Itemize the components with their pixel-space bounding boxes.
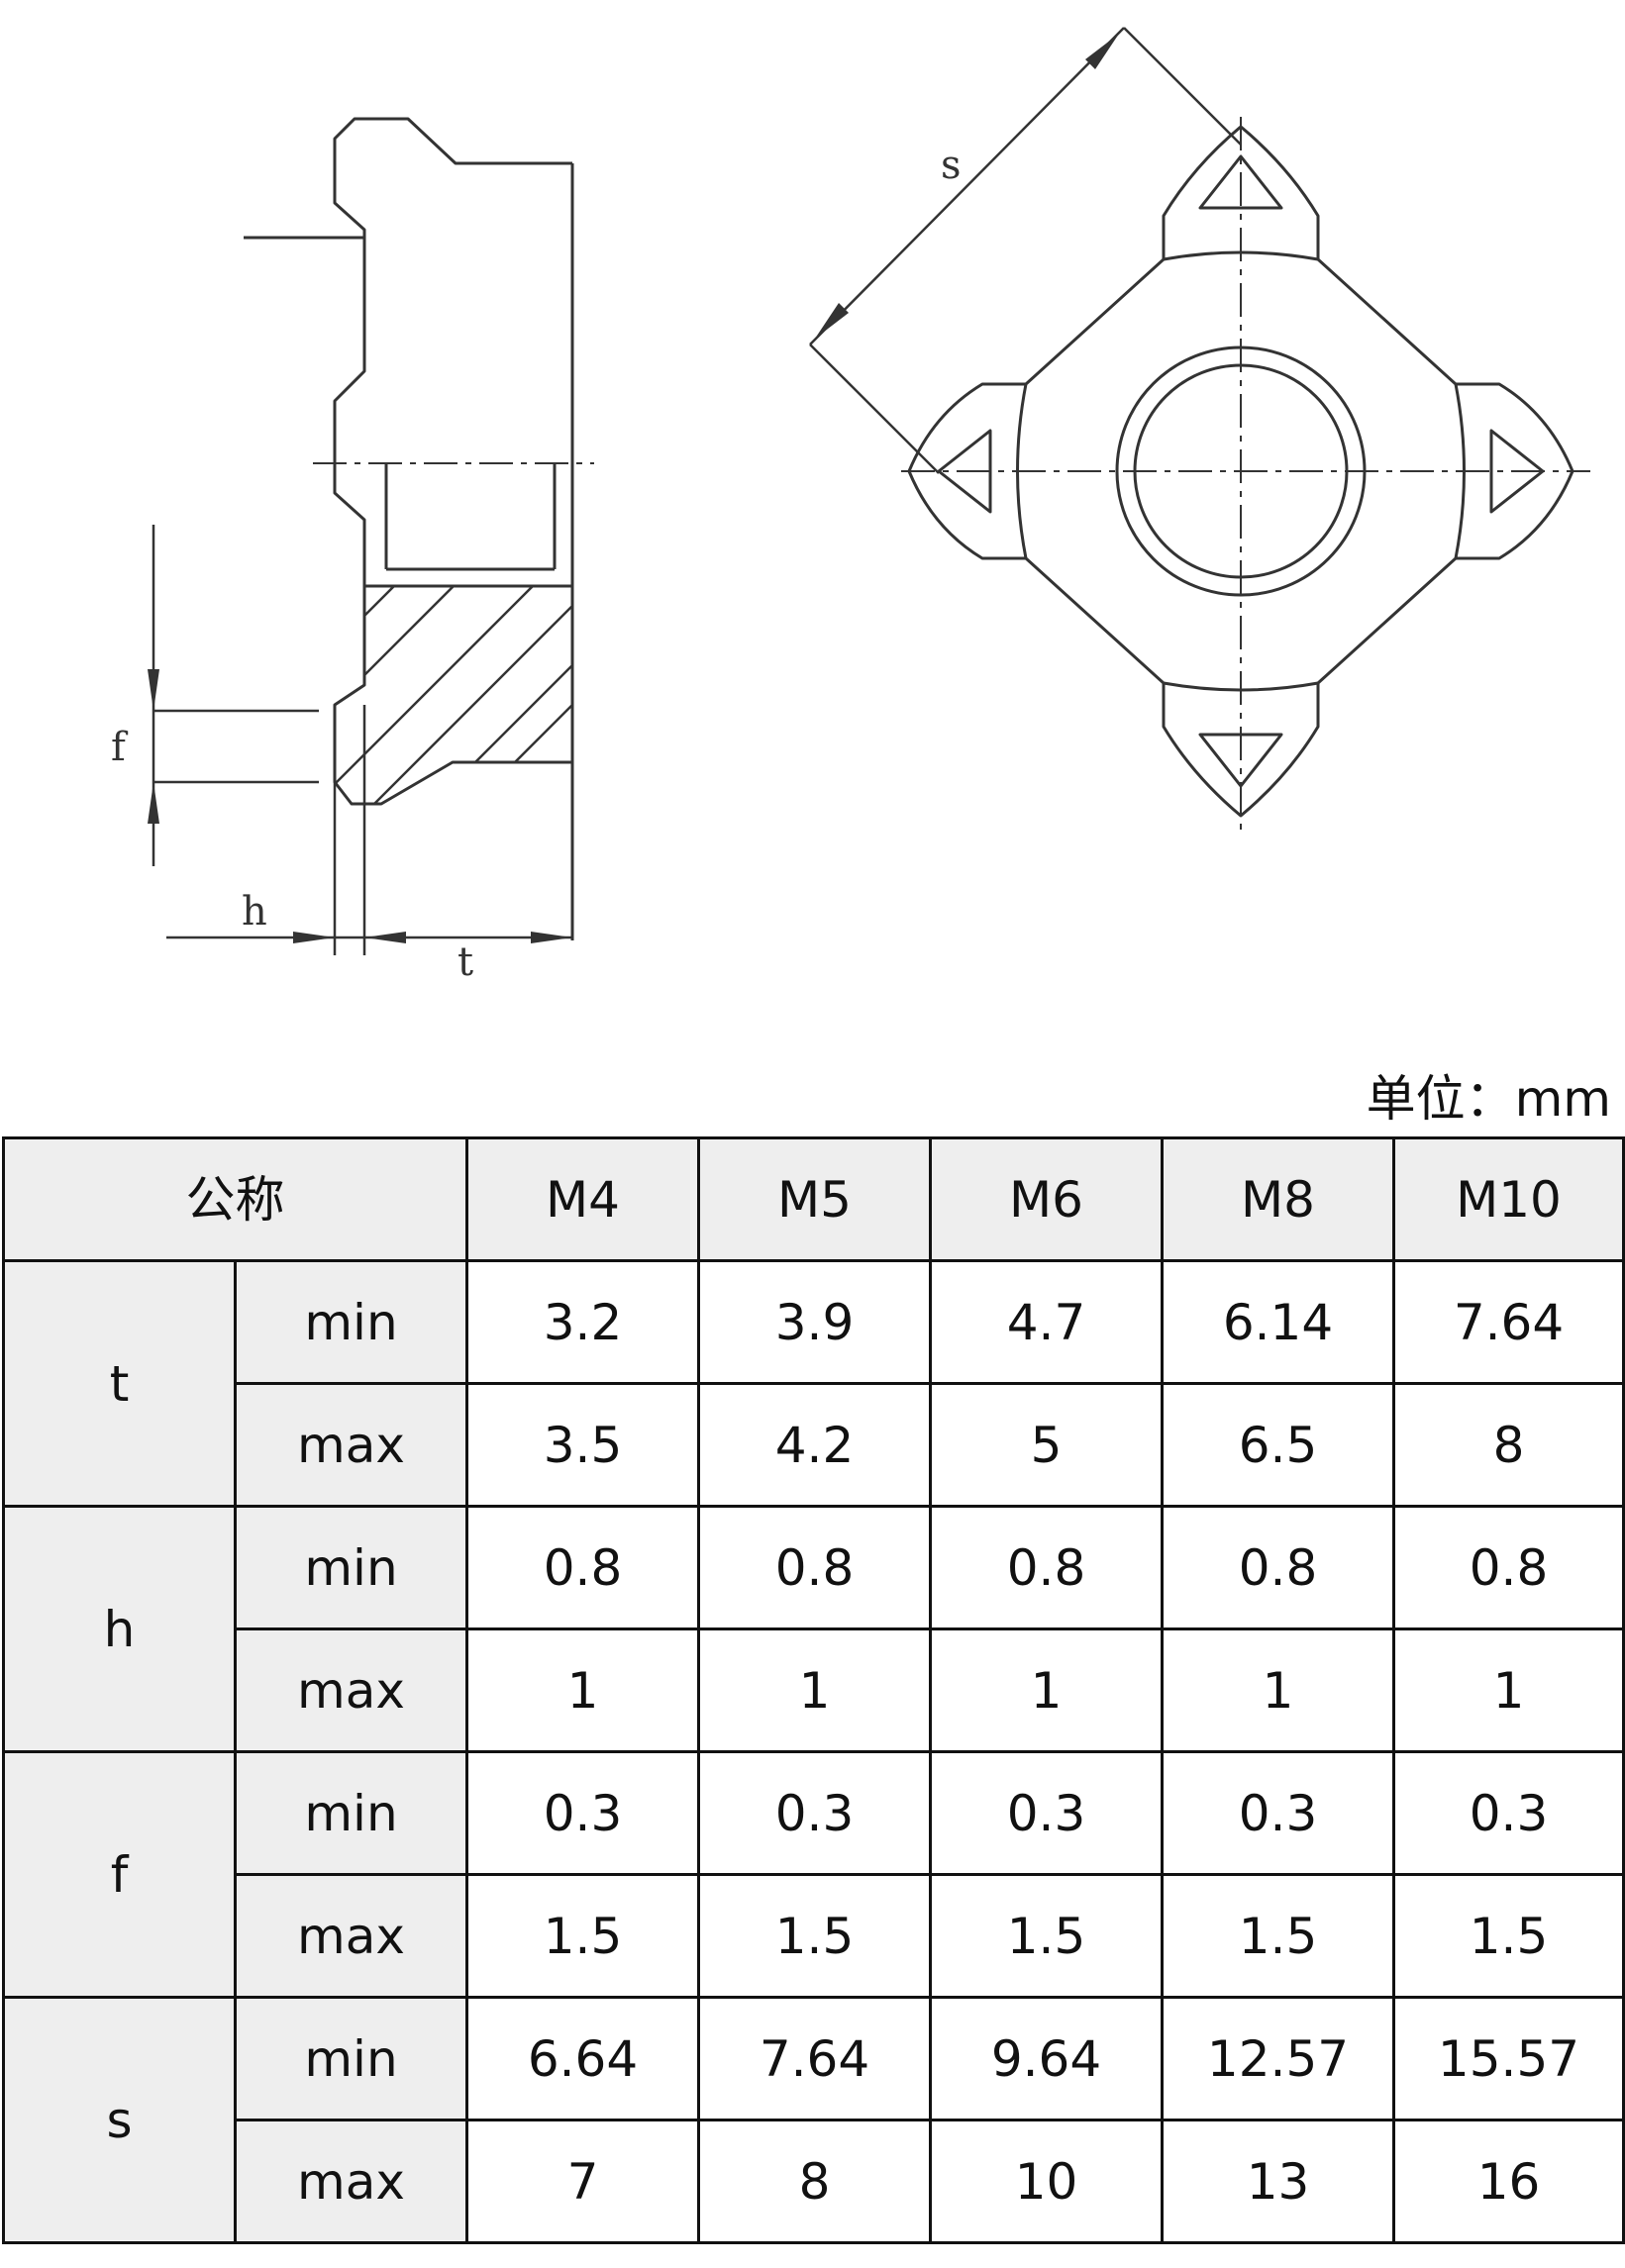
size-header: M10 — [1392, 1136, 1625, 1262]
value-cell: 12.57 — [1161, 1996, 1395, 2121]
value-cell: 8 — [697, 2119, 932, 2244]
value-cell: 1 — [929, 1627, 1164, 1753]
value-cell: 15.57 — [1392, 1996, 1625, 2121]
value-cell: 1 — [1392, 1627, 1625, 1753]
limit-label-cell: max — [234, 2119, 468, 2244]
limit-label-cell: min — [234, 1750, 468, 1876]
value-cell: 1.5 — [1161, 1873, 1395, 1999]
value-cell: 3.2 — [465, 1259, 700, 1385]
size-header: M5 — [697, 1136, 932, 1262]
value-cell: 6.14 — [1161, 1259, 1395, 1385]
dim-label-s: s — [941, 143, 962, 188]
value-cell: 6.5 — [1161, 1382, 1395, 1508]
param-name-cell: f — [2, 1750, 237, 1999]
value-cell: 8 — [1392, 1382, 1625, 1508]
value-cell: 6.64 — [465, 1996, 700, 2121]
limit-label-cell: min — [234, 1996, 468, 2121]
param-name-cell: s — [2, 1996, 237, 2244]
value-cell: 1.5 — [1392, 1873, 1625, 1999]
value-cell: 0.3 — [697, 1750, 932, 1876]
top-view — [809, 27, 1590, 830]
value-cell: 3.5 — [465, 1382, 700, 1508]
value-cell: 0.3 — [1392, 1750, 1625, 1876]
size-header: M4 — [465, 1136, 700, 1262]
limit-label-cell: max — [234, 1873, 468, 1999]
param-name-cell: t — [2, 1259, 237, 1508]
value-cell: 1 — [697, 1627, 932, 1753]
side-view-outline — [333, 117, 572, 806]
limit-label-cell: min — [234, 1259, 468, 1385]
size-header: M8 — [1161, 1136, 1395, 1262]
value-cell: 10 — [929, 2119, 1164, 2244]
value-cell: 4.2 — [697, 1382, 932, 1508]
value-cell: 1 — [465, 1627, 700, 1753]
value-cell: 5 — [929, 1382, 1164, 1508]
value-cell: 7 — [465, 2119, 700, 2244]
value-cell: 9.64 — [929, 1996, 1164, 2121]
value-cell: 4.7 — [929, 1259, 1164, 1385]
limit-label-cell: max — [234, 1627, 468, 1753]
value-cell: 1.5 — [465, 1873, 700, 1999]
value-cell: 0.3 — [465, 1750, 700, 1876]
value-cell: 7.64 — [1392, 1259, 1625, 1385]
size-header: M6 — [929, 1136, 1164, 1262]
value-cell: 0.8 — [929, 1505, 1164, 1630]
value-cell: 0.8 — [697, 1505, 932, 1630]
value-cell: 1.5 — [697, 1873, 932, 1999]
value-cell: 0.8 — [1392, 1505, 1625, 1630]
side-view — [148, 117, 594, 955]
unit-label: 单位：mm — [1366, 1070, 1611, 1128]
limit-label-cell: min — [234, 1505, 468, 1630]
value-cell: 7.64 — [697, 1996, 932, 2121]
param-name-cell: h — [2, 1505, 237, 1753]
value-cell: 1 — [1161, 1627, 1395, 1753]
value-cell: 16 — [1392, 2119, 1625, 2244]
nominal-size-header: 公称 — [2, 1136, 468, 1262]
technical-drawing: f h t s — [111, 27, 1590, 985]
value-cell: 13 — [1161, 2119, 1395, 2244]
value-cell: 3.9 — [697, 1259, 932, 1385]
dim-label-f: f — [111, 725, 129, 770]
limit-label-cell: max — [234, 1382, 468, 1508]
value-cell: 0.3 — [1161, 1750, 1395, 1876]
value-cell: 1.5 — [929, 1873, 1164, 1999]
value-cell: 0.8 — [465, 1505, 700, 1630]
dim-label-h: h — [242, 889, 267, 935]
dim-label-t: t — [457, 939, 473, 985]
value-cell: 0.3 — [929, 1750, 1164, 1876]
value-cell: 0.8 — [1161, 1505, 1395, 1630]
